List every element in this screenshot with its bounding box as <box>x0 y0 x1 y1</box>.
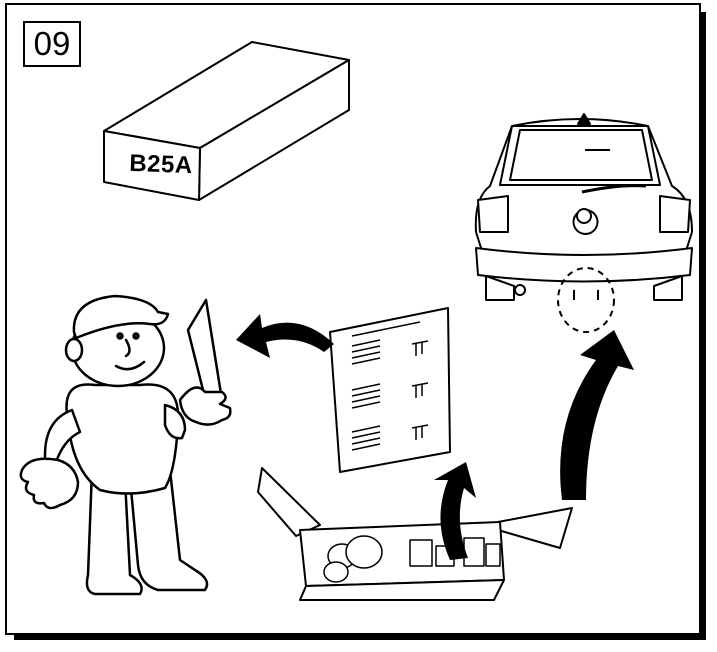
carton-box-icon <box>103 41 350 201</box>
curved-arrow-icon <box>434 462 476 560</box>
page-frame <box>5 3 706 640</box>
curved-arrow-icon <box>560 330 634 500</box>
instruction-sheet-icon <box>329 307 451 473</box>
step-number: 09 <box>23 21 81 67</box>
mechanic-figure-icon <box>19 294 232 596</box>
package-code-label: B25A <box>128 149 194 180</box>
curved-arrow-icon <box>236 314 334 358</box>
car-rear-view-icon <box>474 113 693 333</box>
